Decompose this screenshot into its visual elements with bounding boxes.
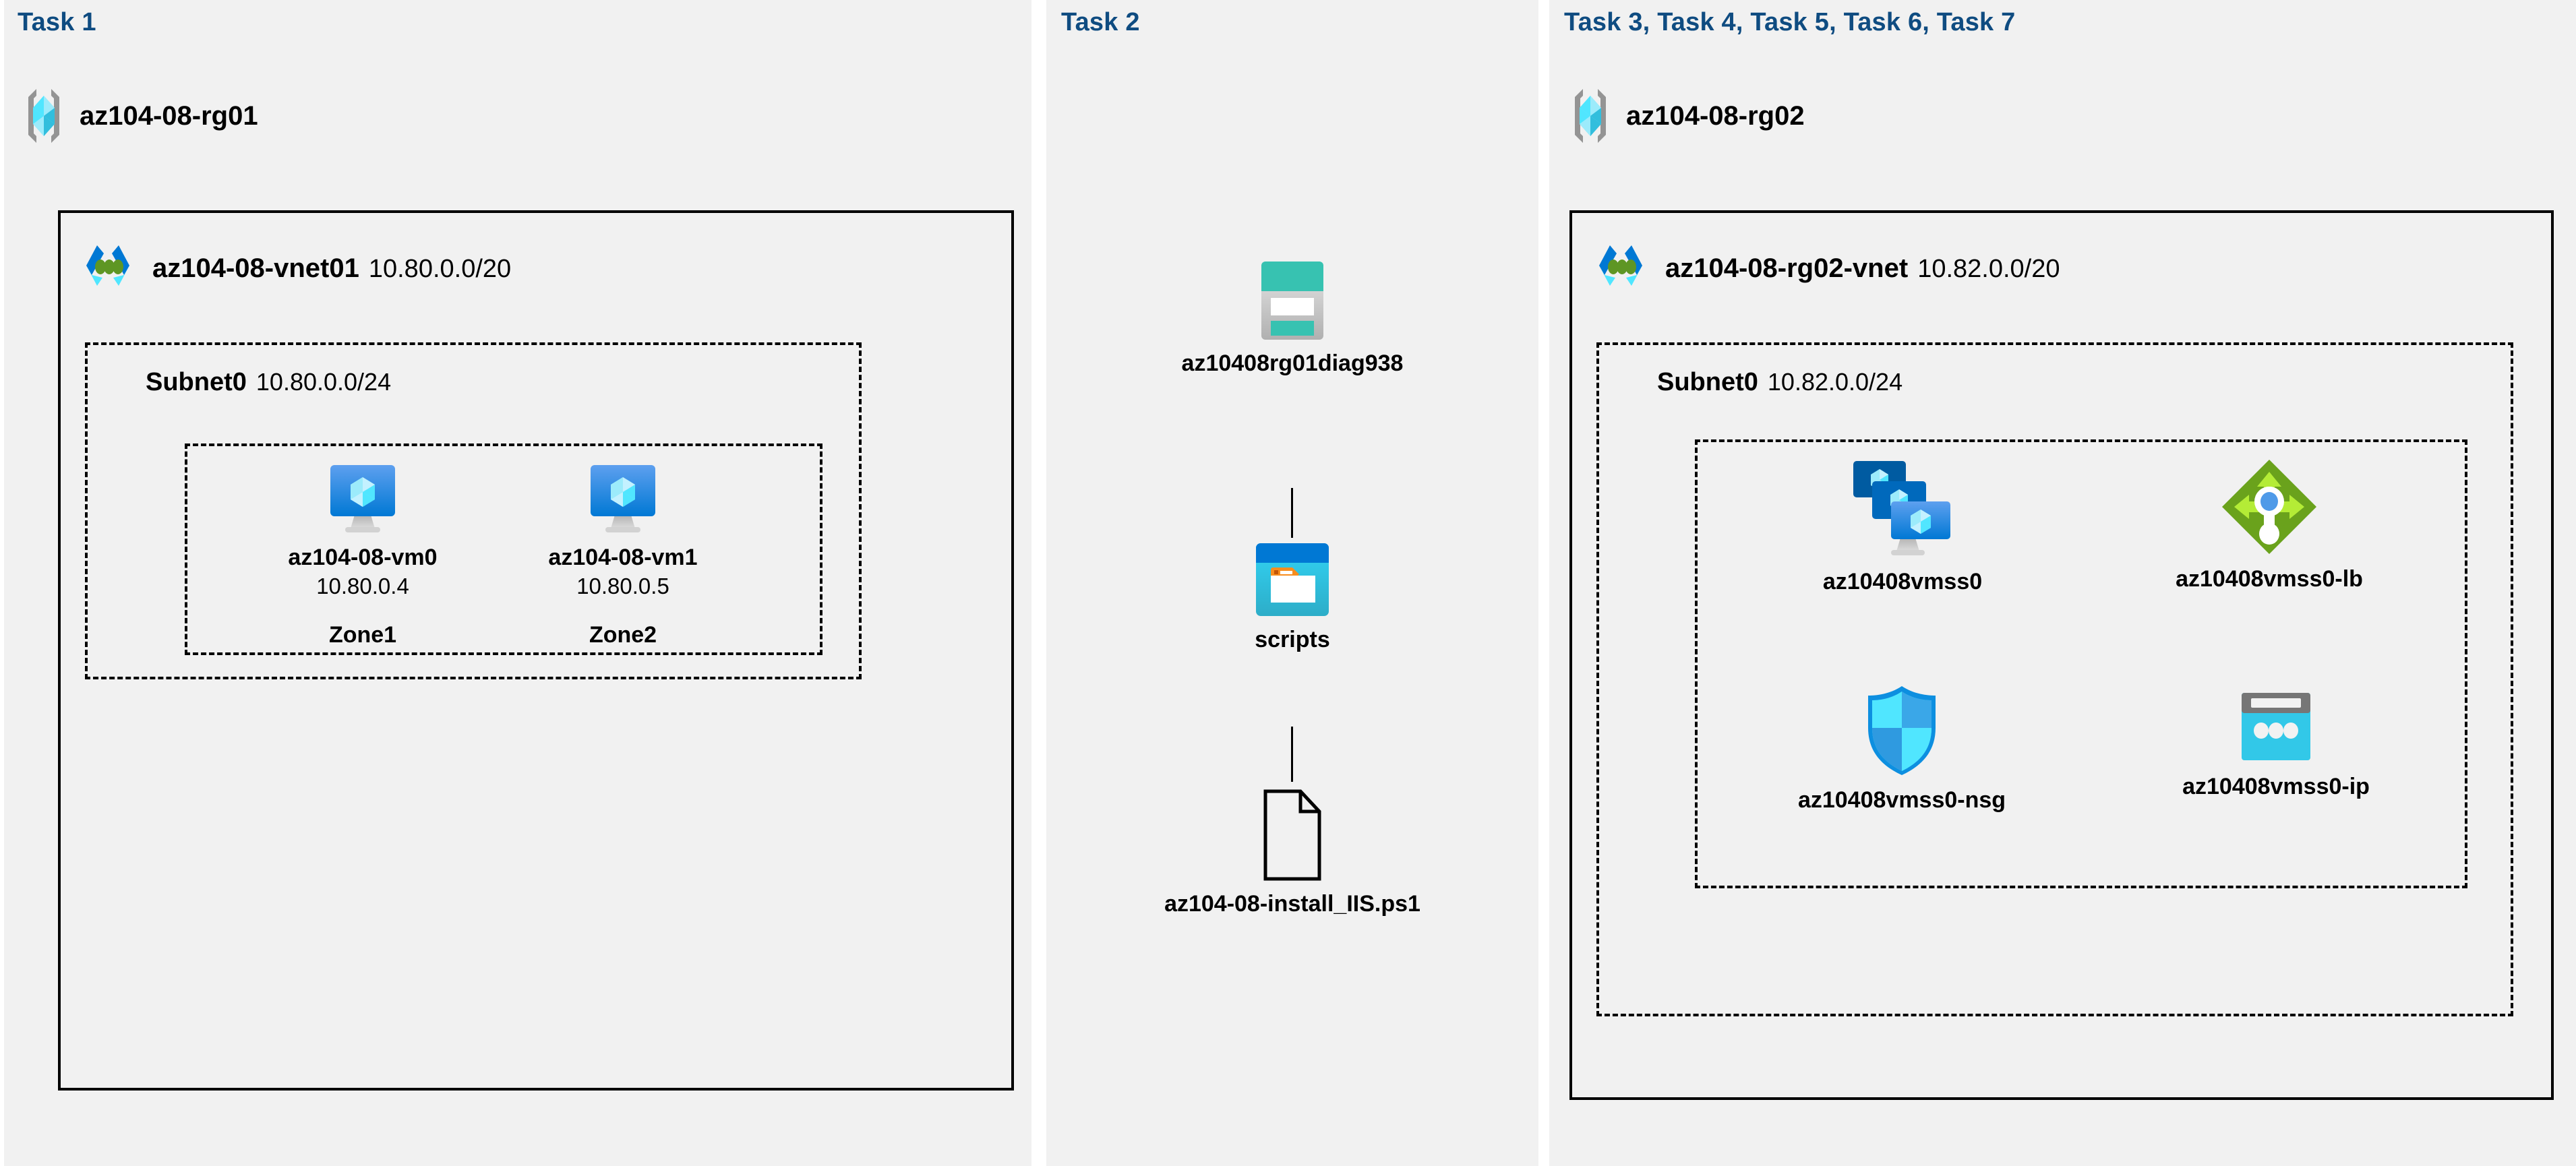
network-security-group-icon	[1863, 683, 1941, 778]
task2-title: Task 2	[1061, 8, 1140, 36]
task2-storage-account-node[interactable]: az10408rg01diag938	[1151, 260, 1434, 377]
task1-resource-group-name: az104-08-rg01	[80, 100, 258, 131]
task3-panel: Task 3, Task 4, Task 5, Task 6, Task 7 a…	[1549, 0, 2576, 1166]
task3-vnet-name: az104-08-rg02-vnet	[1665, 253, 1909, 283]
task3-subnet-label: Subnet0 10.82.0.0/24	[1657, 368, 1903, 397]
task1-vm0-name: az104-08-vm0	[288, 545, 438, 570]
task1-vnet-cidr: 10.80.0.0/20	[368, 254, 512, 283]
task1-vnet-box: az104-08-vnet01 10.80.0.0/20 Subnet0 10.80…	[58, 210, 1014, 1091]
task3-vnet-box: az104-08-rg02-vnet 10.82.0.0/20 Subnet0 10…	[1569, 210, 2554, 1100]
task3-vnet-header: az104-08-rg02-vnet 10.82.0.0/20	[1594, 243, 2060, 294]
connector-storage-to-container	[1291, 488, 1293, 538]
task1-subnet-cidr: 10.80.0.0/24	[256, 368, 392, 396]
task3-nsg-node[interactable]: az10408vmss0-nsg	[1757, 683, 2047, 814]
task3-vmss-node[interactable]: az10408vmss0	[1761, 460, 2044, 595]
task3-title: Task 3, Task 4, Task 5, Task 6, Task 7	[1564, 8, 2016, 36]
task3-vnet-cidr: 10.82.0.0/20	[1917, 254, 2060, 283]
task3-resources-box: az10408vmss0	[1695, 439, 2467, 888]
task3-nsg-name: az10408vmss0-nsg	[1797, 787, 2006, 813]
task1-panel: Task 1 az104-08-rg01	[4, 0, 1031, 1166]
task3-resource-group: az104-08-rg02	[1569, 86, 1805, 146]
task1-vm1-name: az104-08-vm1	[548, 545, 698, 570]
task2-file-name: az104-08-install_IIS.ps1	[1164, 891, 1420, 917]
task1-vnet-label: az104-08-vnet01 10.80.0.0/20	[152, 253, 511, 284]
task3-subnet-cidr: 10.82.0.0/24	[1767, 368, 1903, 396]
task1-vm0-zone: Zone1	[328, 622, 397, 648]
resource-group-icon	[23, 86, 65, 146]
task3-resource-group-name: az104-08-rg02	[1626, 100, 1805, 131]
task1-subnet-name: Subnet0	[146, 368, 247, 396]
task1-subnet-box: Subnet0 10.80.0.0/24	[85, 342, 862, 679]
blob-container-icon	[1255, 542, 1330, 617]
task1-vnet-name: az104-08-vnet01	[152, 253, 359, 283]
task3-lb-node[interactable]: az10408vmss0-lb	[2128, 457, 2411, 592]
task2-file-node[interactable]: az104-08-install_IIS.ps1	[1124, 789, 1461, 917]
task2-container-node[interactable]: scripts	[1151, 542, 1434, 653]
task3-publicip-name: az10408vmss0-ip	[2182, 774, 2370, 799]
resource-group-icon	[1569, 86, 1611, 146]
load-balancer-icon	[2219, 457, 2319, 557]
task2-storage-account-name: az10408rg01diag938	[1181, 350, 1404, 376]
task1-subnet-label: Subnet0 10.80.0.0/24	[146, 368, 391, 397]
task1-vnet-header: az104-08-vnet01 10.80.0.0/20	[81, 243, 511, 294]
task1-vm0-ip: 10.80.0.4	[316, 574, 409, 599]
file-icon	[1260, 789, 1325, 882]
task3-subnet-name: Subnet0	[1657, 368, 1758, 396]
storage-account-icon	[1260, 260, 1325, 341]
task3-subnet-box: Subnet0 10.82.0.0/24	[1596, 342, 2513, 1016]
task2-panel: Task 2 az10408rg01diag938	[1046, 0, 1538, 1166]
task1-vm0-node[interactable]: az104-08-vm0 10.80.0.4 Zone1	[272, 462, 453, 648]
task2-container-name: scripts	[1255, 627, 1330, 652]
task1-vm1-node[interactable]: az104-08-vm1 10.80.0.5 Zone2	[533, 462, 713, 648]
virtual-network-icon	[1594, 243, 1650, 294]
task1-title: Task 1	[18, 8, 96, 36]
vm-scale-set-icon	[1852, 460, 1953, 559]
task3-publicip-node[interactable]: az10408vmss0-ip	[2134, 690, 2418, 800]
public-ip-address-icon	[2239, 690, 2313, 764]
task1-zones-box: az104-08-vm0 10.80.0.4 Zone1	[185, 443, 822, 655]
task1-vm1-ip: 10.80.0.5	[576, 574, 669, 599]
task1-resource-group: az104-08-rg01	[23, 86, 258, 146]
task3-vnet-label: az104-08-rg02-vnet 10.82.0.0/20	[1665, 253, 2060, 284]
virtual-machine-icon	[328, 462, 398, 535]
task3-vmss-name: az10408vmss0	[1822, 569, 1983, 594]
virtual-network-icon	[81, 243, 138, 294]
task1-vm1-zone: Zone2	[589, 622, 657, 648]
task3-lb-name: az10408vmss0-lb	[2176, 566, 2363, 592]
connector-container-to-file	[1291, 727, 1293, 782]
virtual-machine-icon	[588, 462, 658, 535]
